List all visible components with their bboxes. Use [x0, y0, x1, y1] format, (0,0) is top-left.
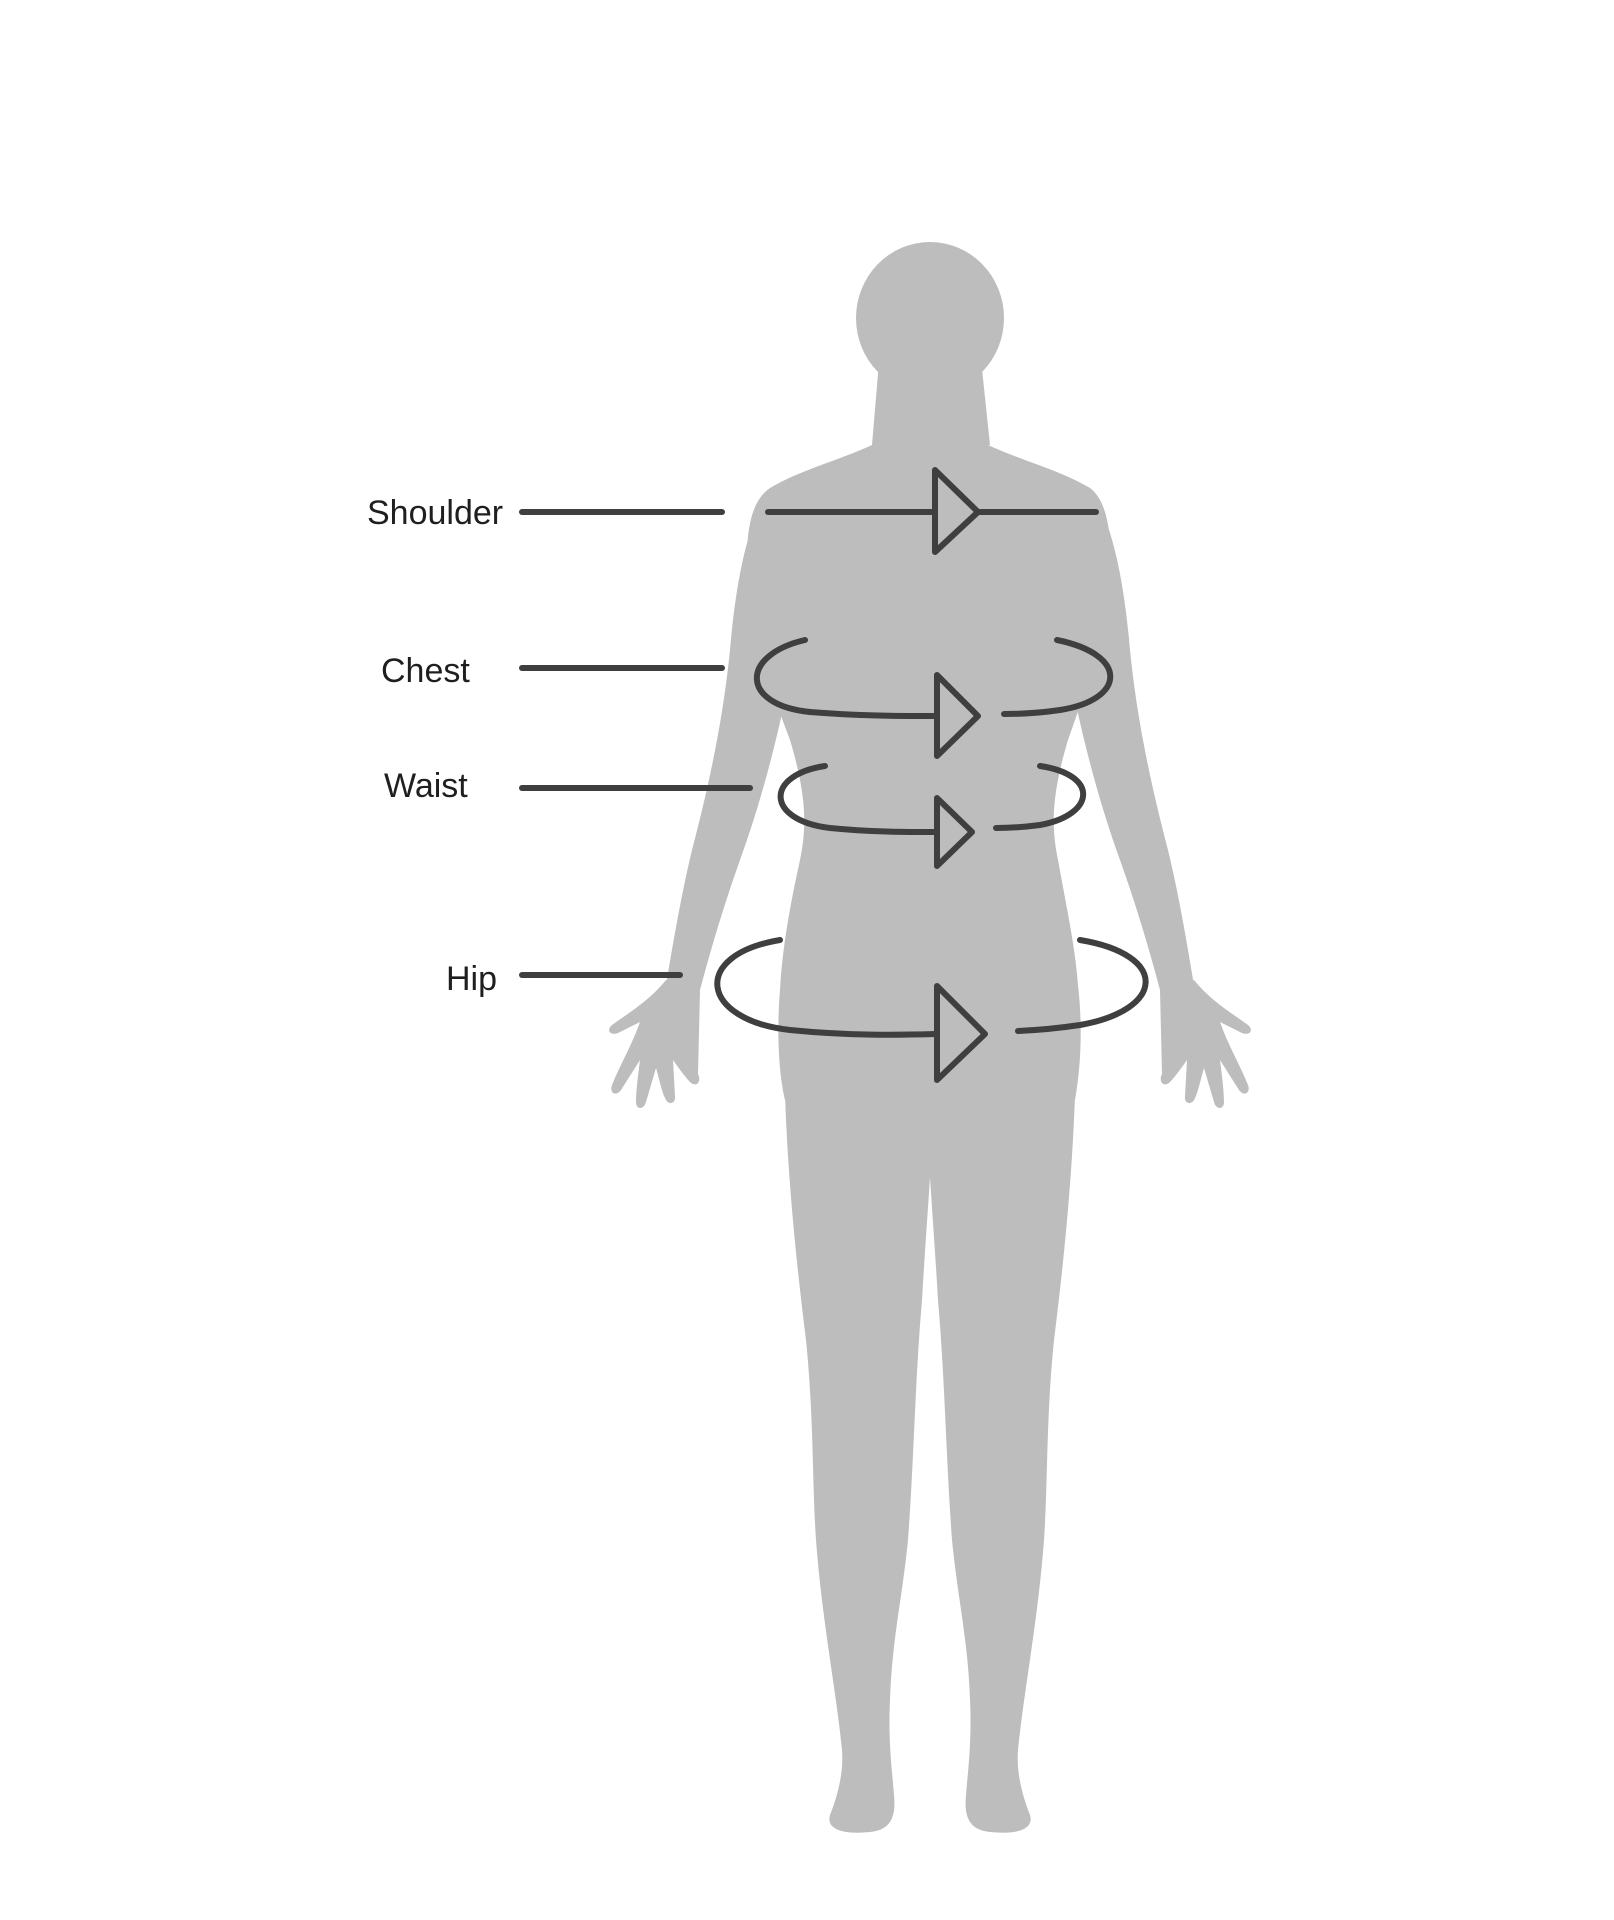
hip-marker — [519, 937, 1149, 1083]
right-arm-shape — [1061, 490, 1194, 990]
waist-label: Waist — [384, 767, 468, 805]
hip-ring-right — [1015, 937, 1149, 1034]
waist-ring-left — [777, 763, 938, 835]
hip-label: Hip — [446, 960, 497, 998]
waist-marker — [519, 763, 1087, 869]
chest-arrow-icon — [934, 672, 981, 759]
chest-marker — [519, 637, 1114, 759]
right-hand-shape — [1160, 980, 1251, 1108]
chest-ring-left — [753, 637, 938, 719]
shoulder-arrow-icon — [932, 467, 981, 555]
left-leg-shape — [785, 1095, 934, 1833]
waist-ring-right — [993, 763, 1087, 831]
shoulder-marker — [519, 467, 1099, 555]
torso-shape — [747, 445, 1111, 1100]
hip-ring-left — [714, 937, 938, 1038]
hip-area-shape — [785, 1095, 1075, 1135]
shoulder-label: Shoulder — [367, 494, 503, 532]
hip-arrow-icon — [934, 983, 988, 1083]
waist-arrow-icon — [934, 795, 975, 869]
chest-ring-right — [1001, 637, 1114, 717]
measurement-markers — [519, 467, 1149, 1083]
left-arm-shape — [666, 490, 799, 990]
female-body-silhouette-icon — [609, 242, 1251, 1833]
left-hand-shape — [609, 980, 700, 1108]
neck-shape — [872, 350, 990, 445]
chest-label: Chest — [381, 652, 470, 690]
right-leg-shape — [926, 1095, 1075, 1833]
